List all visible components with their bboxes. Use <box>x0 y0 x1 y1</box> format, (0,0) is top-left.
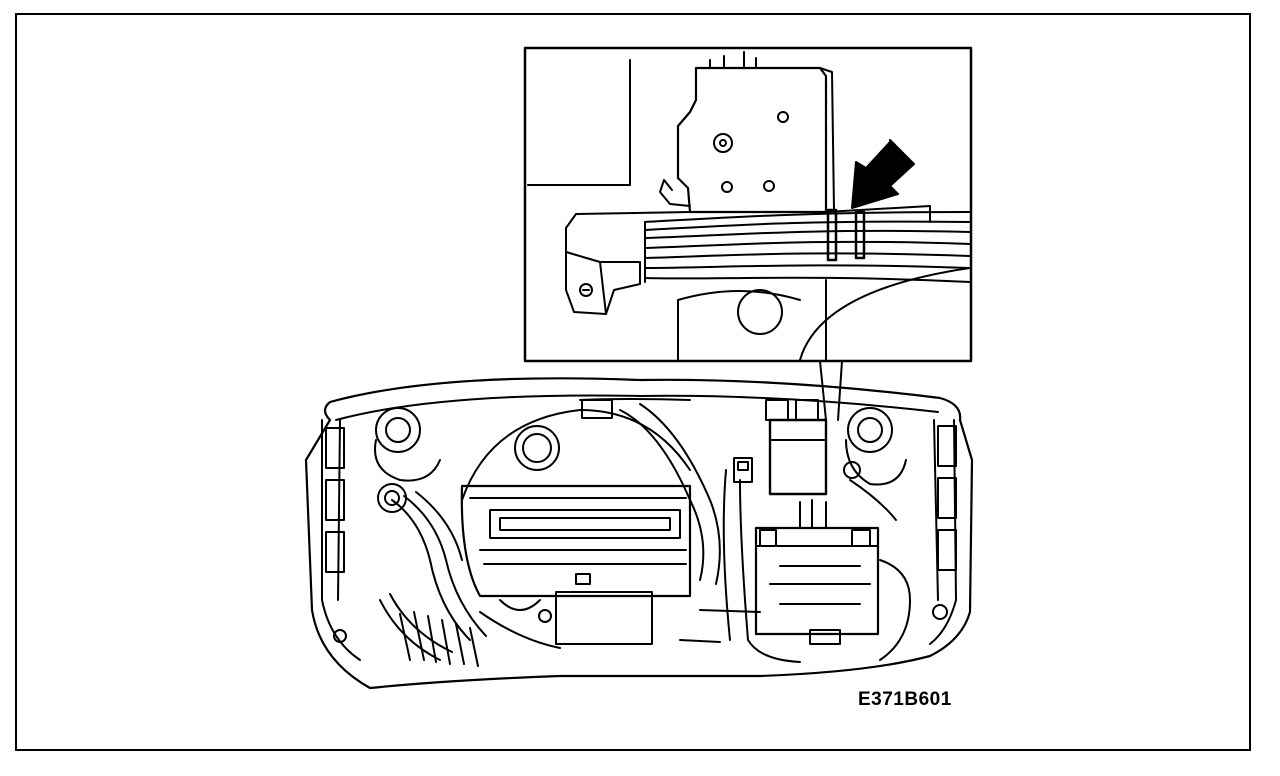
cable-tie <box>826 208 838 262</box>
arrow-icon <box>851 139 915 209</box>
valve-cover <box>460 484 692 598</box>
bracket-hole <box>721 181 733 193</box>
inset-border <box>523 46 973 363</box>
cable-harness <box>644 205 970 283</box>
figure-code: E371B601 <box>858 689 952 710</box>
battery <box>754 499 911 661</box>
cable-tie <box>854 210 866 260</box>
bracket-bolt <box>713 133 733 153</box>
bracket-hole <box>777 111 789 123</box>
figure-frame <box>15 13 1251 751</box>
bracket-hole <box>763 180 775 192</box>
engine-bay <box>304 377 974 690</box>
relay-box <box>733 399 828 496</box>
detail-inset <box>523 46 973 363</box>
mounting-bracket <box>659 51 835 214</box>
leader-line <box>819 360 827 421</box>
leader-line <box>837 360 843 421</box>
